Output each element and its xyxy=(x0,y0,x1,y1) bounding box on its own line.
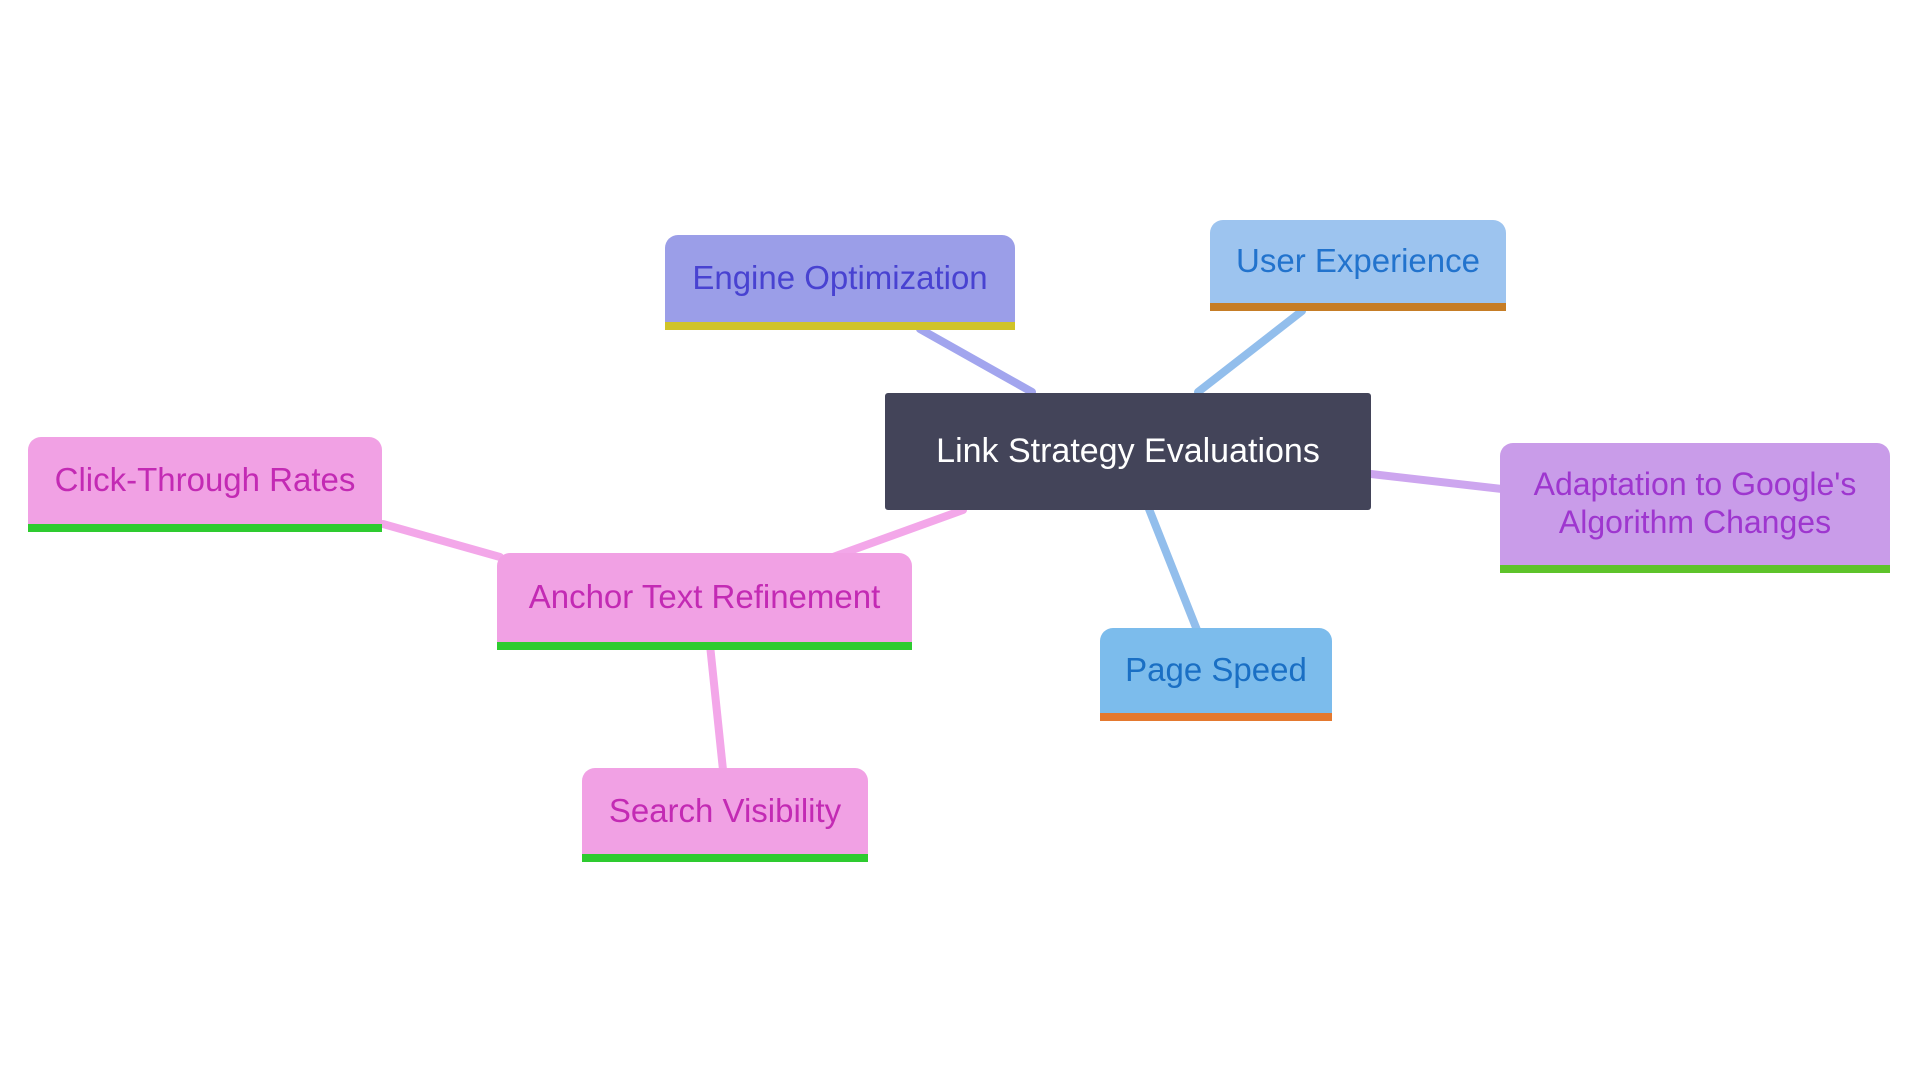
node-label-page-speed: Page Speed xyxy=(1125,651,1307,689)
node-link-strategy-evaluations: Link Strategy Evaluations xyxy=(885,393,1371,510)
node-label-search-visibility: Search Visibility xyxy=(608,791,842,829)
node-engine-optimization: Engine Optimization xyxy=(665,235,1015,330)
node-page-speed: Page Speed xyxy=(1100,628,1332,721)
node-label-anchor-text-refinement: Anchor Text Refinement xyxy=(528,578,881,616)
edge-root-anchor-text xyxy=(829,506,967,561)
node-label-engine-optimization: Engine Optimization xyxy=(692,259,988,297)
node-label-adaptation-algorithm-changes: Adaptation to Google's Algorithm Changes xyxy=(1533,466,1857,540)
node-adaptation-algorithm-changes: Adaptation to Google's Algorithm Changes xyxy=(1500,443,1890,573)
node-user-experience: User Experience xyxy=(1210,220,1506,311)
edge-root-page-speed xyxy=(1145,505,1201,634)
node-click-through-rates: Click-Through Rates xyxy=(28,437,382,532)
edge-anchor-search-visibility xyxy=(706,641,727,774)
node-label-click-through-rates: Click-Through Rates xyxy=(54,461,356,499)
node-anchor-text-refinement: Anchor Text Refinement xyxy=(497,553,912,650)
edge-root-user-experience xyxy=(1194,307,1306,396)
edge-anchor-click-through xyxy=(379,520,504,561)
node-label-link-strategy-evaluations: Link Strategy Evaluations xyxy=(936,432,1320,471)
edge-root-adaptation xyxy=(1367,470,1506,493)
edge-root-engine-optimization xyxy=(916,325,1036,396)
node-label-user-experience: User Experience xyxy=(1236,242,1480,280)
node-search-visibility: Search Visibility xyxy=(582,768,868,862)
